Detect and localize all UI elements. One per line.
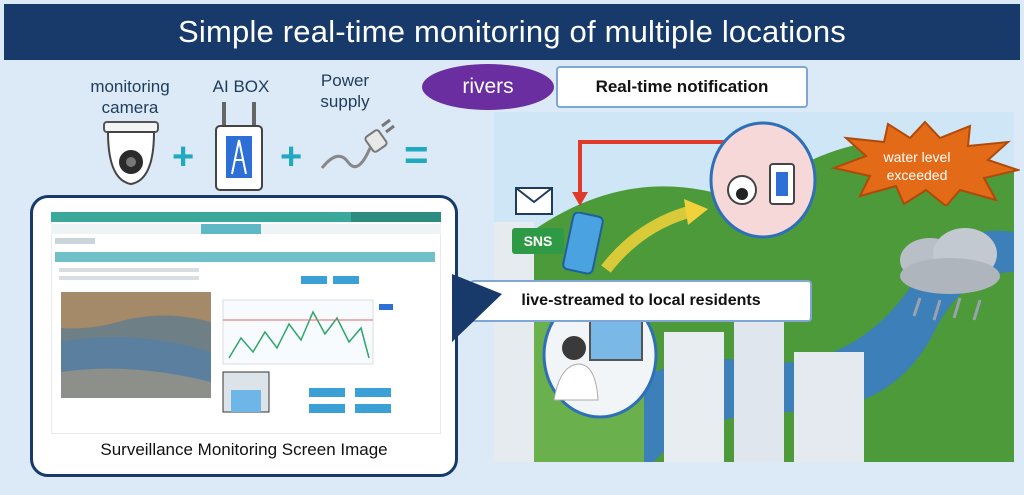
resident-viewer-circle	[542, 291, 658, 419]
monitoring-screen-image	[51, 212, 441, 434]
plus-sign-1: +	[172, 136, 195, 178]
power-plug-icon	[320, 118, 395, 169]
device-callout-circle	[709, 121, 817, 239]
callout-pointer	[452, 274, 502, 342]
screen-image-caption: Surveillance Monitoring Screen Image	[100, 440, 388, 459]
sns-badge: SNS	[512, 228, 564, 254]
camera-label: monitoring camera	[90, 77, 170, 117]
mail-icon	[515, 187, 553, 215]
equals-sign: =	[404, 131, 429, 178]
water-level-alert-text: water level exceeded	[883, 149, 951, 183]
aibox-label: AI BOX	[212, 77, 270, 96]
yellow-flow-arrow	[601, 199, 708, 273]
power-label: Power supply	[320, 71, 370, 111]
rain-cloud-icon	[900, 228, 1000, 321]
monitoring-screen-card	[30, 195, 458, 477]
realtime-notification-label: Real-time notification	[556, 66, 808, 108]
water-level-alert-burst	[830, 120, 1020, 206]
live-streamed-label: live-streamed to local residents	[470, 280, 812, 322]
page-title: Simple real-time monitoring of multiple …	[4, 4, 1020, 60]
plus-sign-2: +	[280, 136, 303, 178]
smartphone-icon	[562, 212, 604, 275]
ai-box-icon	[215, 102, 263, 191]
dome-camera-icon	[103, 121, 159, 186]
rivers-badge: rivers	[422, 64, 554, 110]
